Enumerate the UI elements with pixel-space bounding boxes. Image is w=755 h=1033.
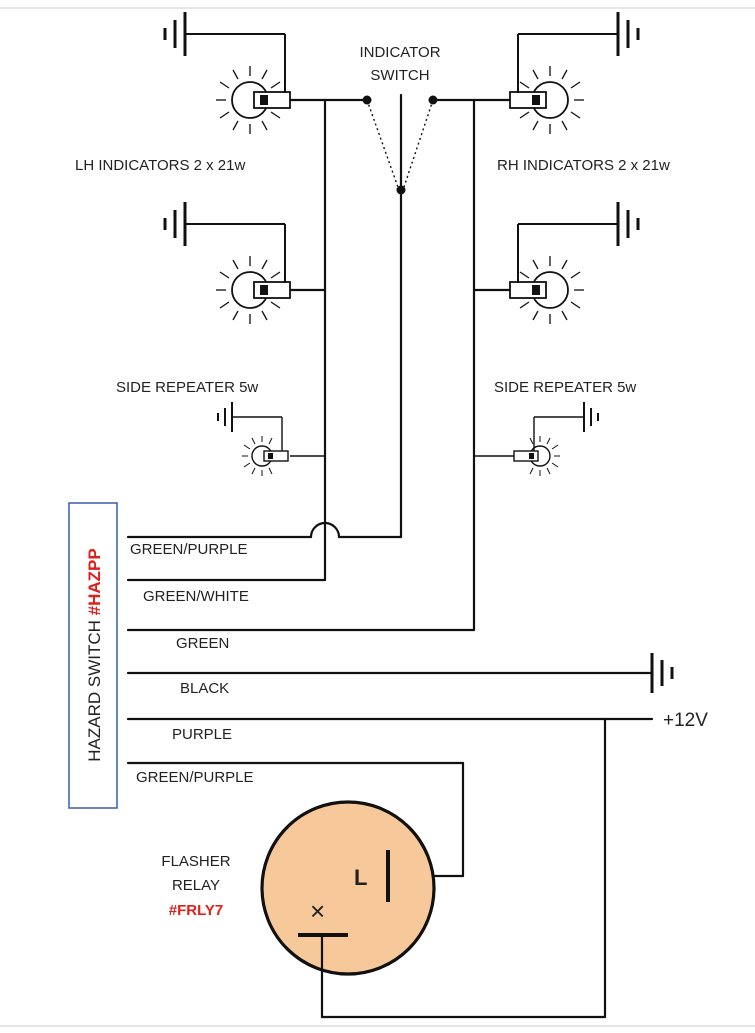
black-earth-wire: [126, 653, 674, 693]
flasher-relay-code: #FRLY7: [169, 902, 223, 919]
rh-rear-earth-icon: [517, 202, 640, 283]
indicator-switch: [362, 93, 438, 539]
lh-indicators-label: LH INDICATORS 2 x 21w: [75, 157, 245, 174]
lh-rear-earth-icon: [163, 202, 286, 283]
relay-terminal-x: ×: [310, 896, 325, 926]
indicator-switch-label-line2: SWITCH: [370, 67, 429, 84]
flasher-relay-body: [260, 800, 436, 976]
rh-front-indicator-lamp: [509, 66, 584, 134]
supply-label: +12V: [663, 710, 708, 731]
lh-side-repeater-lamp: [242, 436, 289, 476]
rh-wiring: [126, 98, 520, 632]
indicator-switch-label-line1: INDICATOR: [359, 44, 440, 61]
wire-label-green: GREEN: [176, 635, 229, 652]
purple-supply-wire: [126, 717, 654, 1019]
rh-rear-indicator-lamp: [509, 256, 584, 324]
rh-indicators-label: RH INDICATORS 2 x 21w: [497, 157, 670, 174]
rh-side-repeater-earth-icon: [533, 402, 599, 451]
lh-side-repeater-label: SIDE REPEATER 5w: [116, 379, 258, 396]
lh-side-repeater-earth-icon: [217, 402, 283, 451]
lh-front-indicator-lamp: [216, 66, 291, 134]
relay-terminal-l: L: [354, 865, 367, 890]
rh-side-repeater-lamp: [513, 436, 560, 476]
wire-label-green-purple-relay: GREEN/PURPLE: [136, 769, 254, 786]
lh-wiring: [126, 98, 403, 582]
rh-front-earth-icon: [517, 12, 640, 93]
wire-label-green-purple: GREEN/PURPLE: [130, 541, 248, 558]
wire-label-black: BLACK: [180, 680, 229, 697]
flasher-relay-terminals: [298, 850, 390, 1019]
hazard-switch-label: HAZARD SWITCH #HAZPP: [85, 548, 104, 761]
hazard-switch-box: [68, 502, 118, 809]
lh-rear-indicator-lamp: [216, 256, 291, 324]
flasher-relay-label-line2: RELAY: [172, 877, 220, 894]
rh-side-repeater-label: SIDE REPEATER 5w: [494, 379, 636, 396]
lh-front-earth-icon: [163, 12, 286, 93]
flasher-relay-label-line1: FLASHER: [161, 853, 230, 870]
wire-label-green-white: GREEN/WHITE: [143, 588, 249, 605]
wire-label-purple: PURPLE: [172, 726, 232, 743]
